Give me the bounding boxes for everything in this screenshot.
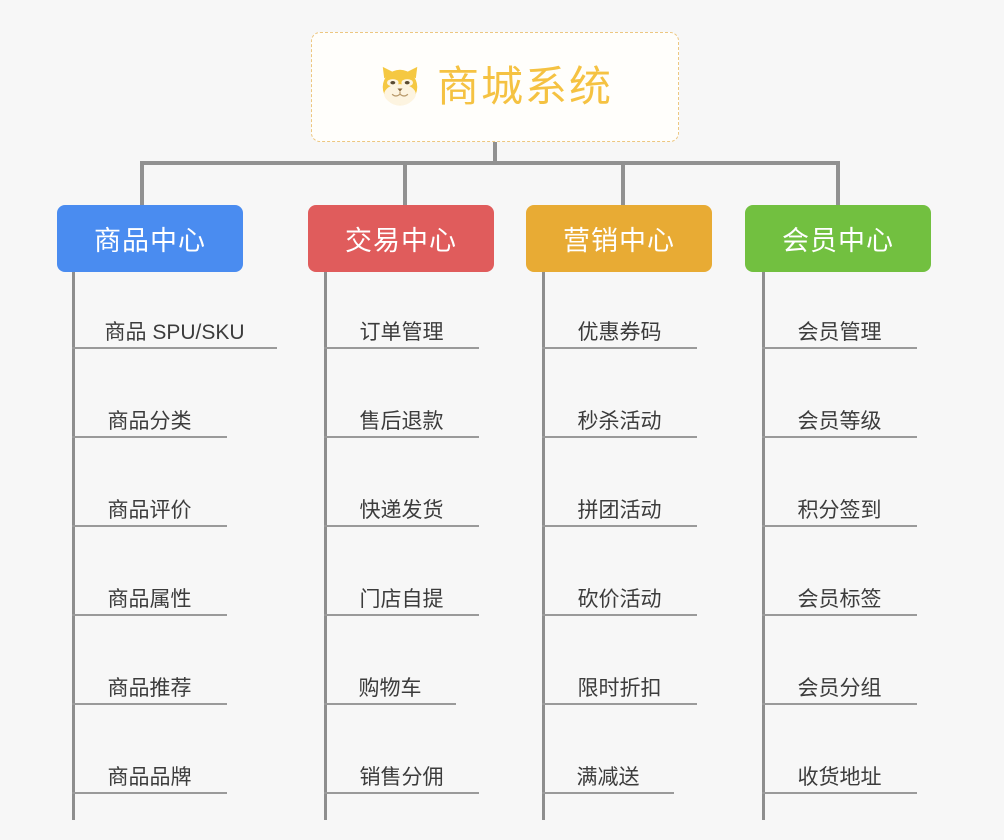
leaf-label: 商品属性 xyxy=(107,587,192,611)
branch-spine-4 xyxy=(762,272,765,820)
leaf-item[interactable]: 积分签到 xyxy=(762,481,917,527)
branch-label-4: 会员中心 xyxy=(782,226,894,256)
branch-label-3: 营销中心 xyxy=(563,226,675,256)
branch-node-1[interactable]: 商品中心 xyxy=(57,205,243,272)
leaf-label: 购物车 xyxy=(358,676,422,700)
connector-drop-1 xyxy=(140,161,144,207)
branch-node-4[interactable]: 会员中心 xyxy=(745,205,931,272)
leaf-item[interactable]: 收货地址 xyxy=(762,748,917,794)
branch-label-2: 交易中心 xyxy=(345,226,457,256)
leaf-label: 优惠券码 xyxy=(577,320,662,344)
leaf-label: 商品评价 xyxy=(107,498,192,522)
leaf-label: 商品推荐 xyxy=(107,676,192,700)
connector-drop-3 xyxy=(621,161,625,207)
leaf-label: 砍价活动 xyxy=(577,587,662,611)
leaf-item[interactable]: 商品品牌 xyxy=(72,748,227,794)
leaf-label: 收货地址 xyxy=(797,765,882,789)
shiba-dog-emoji xyxy=(377,64,423,110)
branch-label-1: 商品中心 xyxy=(94,226,206,256)
leaf-item[interactable]: 满减送 xyxy=(542,748,674,794)
leaf-item[interactable]: 会员分组 xyxy=(762,659,917,705)
leaf-label: 商品分类 xyxy=(107,409,192,433)
connector-horizontal-bus xyxy=(140,161,840,165)
leaf-label: 快递发货 xyxy=(359,498,444,522)
leaf-item[interactable]: 拼团活动 xyxy=(542,481,697,527)
leaf-item[interactable]: 快递发货 xyxy=(324,481,479,527)
leaf-item[interactable]: 商品属性 xyxy=(72,570,227,616)
leaf-label: 门店自提 xyxy=(359,587,444,611)
leaf-label: 会员分组 xyxy=(797,676,882,700)
root-node[interactable]: 商城系统 xyxy=(311,32,679,142)
leaf-item[interactable]: 限时折扣 xyxy=(542,659,697,705)
leaf-item[interactable]: 购物车 xyxy=(324,659,456,705)
leaf-item[interactable]: 商品评价 xyxy=(72,481,227,527)
leaf-item[interactable]: 会员等级 xyxy=(762,392,917,438)
connector-root-stem xyxy=(493,142,497,165)
leaf-label: 限时折扣 xyxy=(577,676,662,700)
branch-node-3[interactable]: 营销中心 xyxy=(526,205,712,272)
leaf-label: 售后退款 xyxy=(359,409,444,433)
leaf-item[interactable]: 砍价活动 xyxy=(542,570,697,616)
leaf-item[interactable]: 门店自提 xyxy=(324,570,479,616)
leaf-item[interactable]: 会员管理 xyxy=(762,303,917,349)
branch-node-2[interactable]: 交易中心 xyxy=(308,205,494,272)
leaf-item[interactable]: 销售分佣 xyxy=(324,748,479,794)
leaf-label: 会员等级 xyxy=(797,409,882,433)
leaf-item[interactable]: 商品推荐 xyxy=(72,659,227,705)
leaf-label: 会员管理 xyxy=(797,320,882,344)
leaf-item[interactable]: 售后退款 xyxy=(324,392,479,438)
leaf-label: 订单管理 xyxy=(359,320,444,344)
leaf-item[interactable]: 会员标签 xyxy=(762,570,917,616)
leaf-item[interactable]: 商品 SPU/SKU xyxy=(72,303,277,349)
root-title: 商城系统 xyxy=(436,63,613,110)
leaf-item[interactable]: 秒杀活动 xyxy=(542,392,697,438)
leaf-label: 拼团活动 xyxy=(577,498,662,522)
connector-drop-2 xyxy=(403,161,407,207)
leaf-item[interactable]: 订单管理 xyxy=(324,303,479,349)
leaf-label: 积分签到 xyxy=(797,498,882,522)
leaf-label: 会员标签 xyxy=(797,587,882,611)
leaf-item[interactable]: 优惠券码 xyxy=(542,303,697,349)
branch-spine-1 xyxy=(72,272,75,820)
leaf-label: 满减送 xyxy=(576,765,640,789)
connector-drop-4 xyxy=(836,161,840,207)
leaf-item[interactable]: 商品分类 xyxy=(72,392,227,438)
leaf-label: 商品 SPU/SKU xyxy=(104,320,245,344)
leaf-label: 商品品牌 xyxy=(107,765,192,789)
branch-spine-2 xyxy=(324,272,327,820)
leaf-label: 销售分佣 xyxy=(359,765,444,789)
branch-spine-3 xyxy=(542,272,545,820)
leaf-label: 秒杀活动 xyxy=(577,409,662,433)
